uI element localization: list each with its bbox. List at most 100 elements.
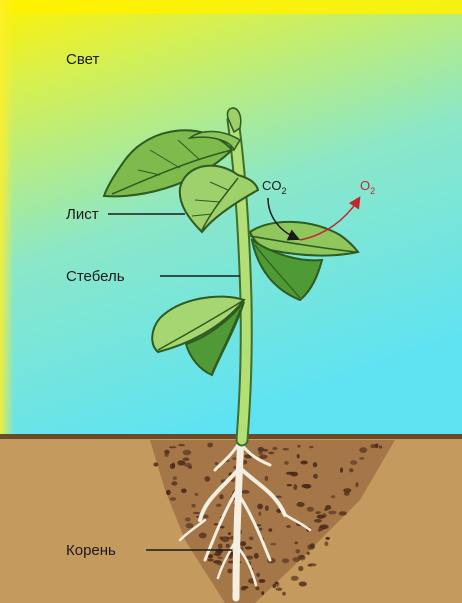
soil-speck <box>191 504 195 508</box>
soil-speck <box>215 462 219 465</box>
soil-speck <box>240 541 246 546</box>
soil-speck <box>255 587 259 591</box>
soil-speck <box>178 444 185 446</box>
soil-speck <box>293 557 301 562</box>
soil-speck <box>314 519 322 523</box>
soil-speck <box>184 463 192 468</box>
soil-speck <box>216 504 222 507</box>
soil-speck <box>227 537 231 539</box>
soil-speck <box>379 446 382 449</box>
soil-speck <box>170 497 177 501</box>
soil-speck <box>294 542 298 545</box>
soil-speck <box>328 511 336 515</box>
soil-speck <box>268 452 274 455</box>
soil-speck <box>282 558 289 563</box>
soil-speck <box>331 495 335 498</box>
soil-speck <box>291 576 299 581</box>
soil-speck <box>315 511 321 514</box>
soil-speck <box>214 523 219 525</box>
soil-speck <box>282 448 289 451</box>
soil-speck <box>169 446 177 448</box>
soil-speck <box>265 505 269 511</box>
soil-speck <box>301 484 310 488</box>
label-root: Корень <box>66 542 116 559</box>
soil-speck <box>370 444 376 448</box>
soil-speck <box>268 528 272 532</box>
soil-speck <box>228 569 233 574</box>
soil-speck <box>258 512 261 516</box>
soil-speck <box>286 472 295 475</box>
soil-speck <box>359 457 364 459</box>
soil-speck <box>258 447 264 452</box>
soil-speck <box>226 544 230 548</box>
soil-speck <box>324 508 327 510</box>
soil-speck <box>242 490 250 494</box>
sky-top-glow <box>0 0 462 14</box>
soil-speck <box>183 458 190 461</box>
soil-speck <box>326 537 330 540</box>
soil-speck <box>270 543 276 545</box>
soil-speck <box>313 462 318 467</box>
soil-speck <box>340 467 343 472</box>
soil-speck <box>297 454 300 458</box>
soil-speck <box>208 559 214 562</box>
soil-speck <box>297 502 305 507</box>
soil-speck <box>297 445 300 448</box>
soil-speck <box>193 512 201 514</box>
soil-speck <box>228 532 231 535</box>
soil-speck <box>299 582 307 587</box>
soil-speck <box>245 546 252 549</box>
soil-speck <box>199 533 207 539</box>
soil-speck <box>313 474 318 479</box>
soil-speck <box>359 447 367 453</box>
soil-speck <box>272 584 276 589</box>
soil-speck <box>339 511 347 515</box>
soil-speck <box>286 525 290 528</box>
soil <box>0 434 462 603</box>
soil-speck <box>355 482 358 487</box>
label-light: Свет <box>66 51 99 68</box>
soil-speck <box>205 476 211 482</box>
soil-speck <box>259 455 267 459</box>
soil-speck <box>165 454 169 457</box>
soil-speck <box>218 557 223 559</box>
soil-speck <box>153 463 158 467</box>
soil-speck <box>298 566 303 571</box>
soil-speck <box>257 504 263 510</box>
soil-speck <box>309 446 313 448</box>
label-stem: Стебель <box>66 268 125 285</box>
soil-speck <box>207 443 213 448</box>
soil-speck <box>259 528 263 531</box>
soil-speck <box>319 526 325 531</box>
soil-speck <box>349 468 353 472</box>
soil-speck <box>307 507 314 512</box>
soil-speck <box>308 563 317 566</box>
soil-speck <box>258 579 265 583</box>
soil-speck <box>171 481 177 485</box>
soil-speck <box>317 515 325 519</box>
soil-speck <box>181 489 187 494</box>
soil-speck <box>166 490 171 495</box>
soil-speck <box>219 494 223 499</box>
soil-speck <box>173 476 177 480</box>
soil-speck <box>254 553 259 559</box>
soil-speck <box>172 463 175 468</box>
soil-speck <box>256 573 260 577</box>
soil-speck <box>287 484 292 486</box>
soil-speck <box>324 541 328 546</box>
soil-speck <box>183 450 192 456</box>
soil-speck <box>293 484 297 490</box>
soil-speck <box>272 447 277 450</box>
soil-speck <box>307 552 310 555</box>
soil-speck <box>185 517 191 521</box>
soil-speck <box>218 544 223 549</box>
soil-speck <box>343 488 351 493</box>
soil-speck <box>186 523 194 528</box>
soil-speck <box>213 560 222 564</box>
soil-speck <box>300 461 307 465</box>
soil-speck <box>195 493 199 496</box>
soil-speck <box>307 544 314 550</box>
soil-speck <box>284 461 289 465</box>
